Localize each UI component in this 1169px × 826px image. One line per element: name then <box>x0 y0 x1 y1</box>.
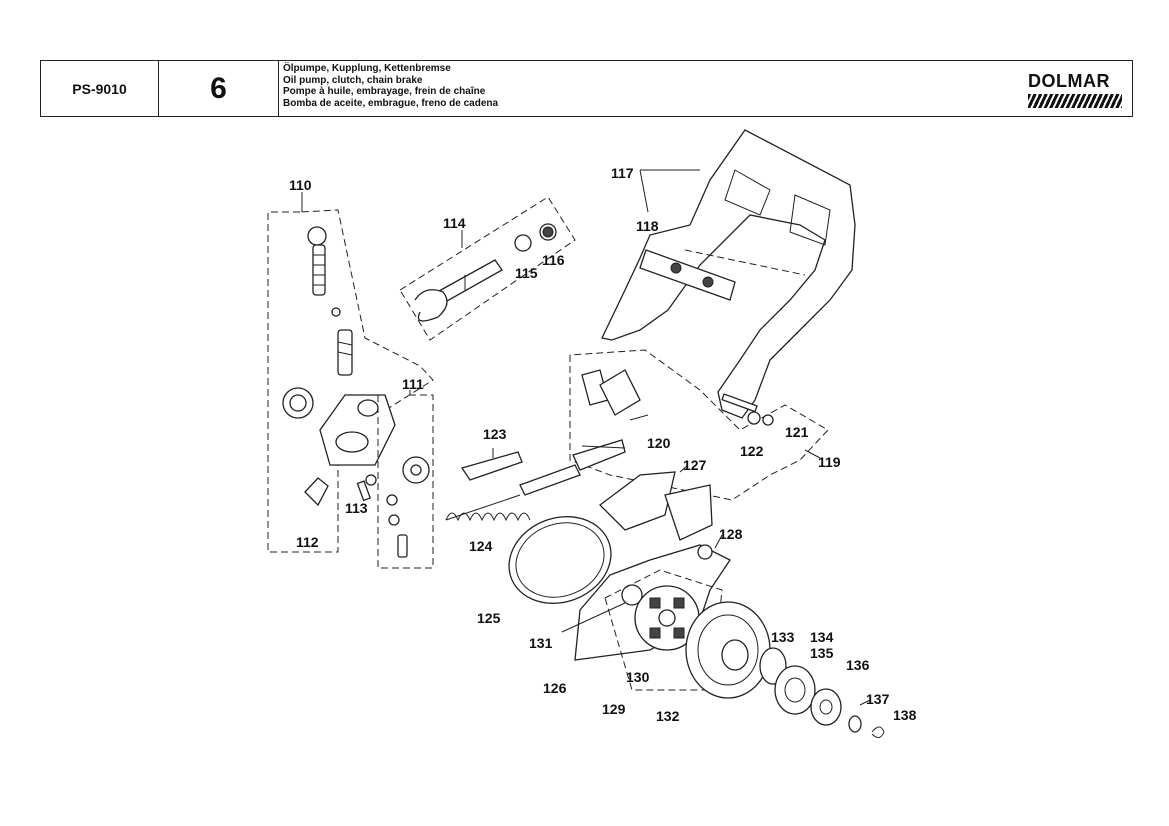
label-123: 123 <box>483 426 507 442</box>
label-115: 115 <box>515 265 538 281</box>
label-132: 132 <box>656 708 680 724</box>
label-135: 135 <box>810 645 834 661</box>
label-137: 137 <box>866 691 890 707</box>
hose-group <box>399 196 576 341</box>
label-118: 118 <box>636 218 659 234</box>
oil-pump-group <box>267 192 434 553</box>
brand-logo: DOLMAR <box>1028 71 1124 108</box>
label-138: 138 <box>893 707 917 723</box>
clutch-group <box>604 569 723 691</box>
label-131: 131 <box>529 635 553 651</box>
label-128: 128 <box>719 526 743 542</box>
sprocket-stack <box>759 647 885 738</box>
label-121: 121 <box>785 424 809 440</box>
brand-stripes <box>1028 94 1122 108</box>
title-french: Pompe à huile, embrayage, frein de chaîn… <box>283 86 486 97</box>
label-130: 130 <box>626 669 650 685</box>
chain-brake-handle <box>601 129 856 419</box>
part-labels: 110 111 112 113 114 115 116 117 118 119 … <box>289 165 917 724</box>
header-table: PS-9010 6 Ölpumpe, Kupplung, Kettenbrems… <box>40 60 1133 117</box>
brake-spring <box>445 451 531 522</box>
section-number: 6 <box>159 61 279 116</box>
label-112: 112 <box>296 534 319 550</box>
title-spanish: Bomba de aceite, embrague, freno de cade… <box>283 97 499 109</box>
label-116: 116 <box>542 252 565 268</box>
label-114: 114 <box>443 215 466 231</box>
label-125: 125 <box>477 610 501 626</box>
section-titles: Ölpumpe, Kupplung, Kettenbremse Oil pump… <box>279 61 979 116</box>
brand-name: DOLMAR <box>1028 71 1110 91</box>
adjuster-group <box>377 394 434 569</box>
label-126: 126 <box>543 680 567 696</box>
clutch-drum <box>685 601 771 699</box>
cover-plate <box>664 484 713 541</box>
label-111: 111 <box>402 376 424 392</box>
label-113: 113 <box>345 500 368 516</box>
label-110: 110 <box>289 177 312 193</box>
leader-lines <box>409 275 871 706</box>
title-english: Oil pump, clutch, chain brake <box>283 74 423 86</box>
brake-band <box>508 516 612 604</box>
title-german: Ölpumpe, Kupplung, Kettenbremse <box>283 63 451 74</box>
label-133: 133 <box>771 629 795 645</box>
label-127: 127 <box>683 457 707 473</box>
brake-pad <box>599 471 676 531</box>
label-129: 129 <box>602 701 626 717</box>
model-number: PS-9010 <box>41 61 159 116</box>
label-117: 117 <box>611 165 634 181</box>
label-124: 124 <box>469 538 493 554</box>
label-120: 120 <box>647 435 671 451</box>
brake-linkage-group <box>519 349 829 501</box>
label-134: 134 <box>810 629 834 645</box>
label-122: 122 <box>740 443 764 459</box>
label-136: 136 <box>846 657 870 673</box>
label-119: 119 <box>818 454 841 470</box>
